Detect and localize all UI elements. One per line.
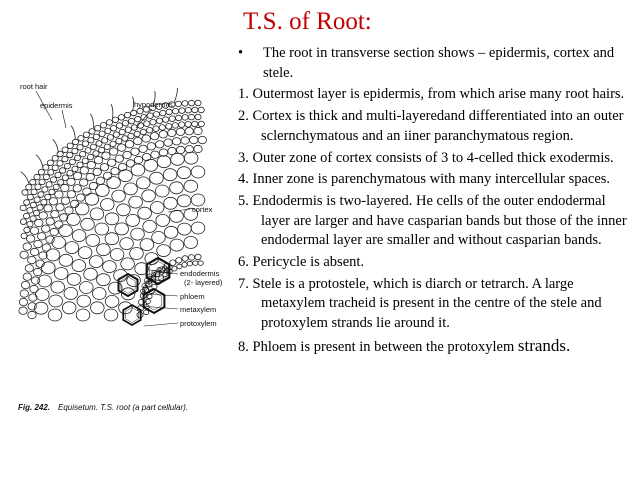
point-1: 1. Outermost layer is epidermis, from wh…	[238, 86, 625, 103]
root-hairs	[20, 87, 178, 184]
point-4: 4. Inner zone is parenchymatous with man…	[238, 171, 611, 188]
label-cortex: cortex	[192, 205, 213, 214]
label-metaxylem: metaxylem	[180, 305, 216, 314]
figure-caption-text: Equisetum. T.S. root (a part cellular).	[58, 403, 188, 412]
label-epidermis: epidermis	[40, 101, 73, 110]
point-8-last-word: strands.	[517, 335, 571, 355]
intro-point: • The root in transverse section shows – …	[238, 44, 630, 83]
figure-caption: Fig. 242. Equisetum. T.S. root (a part c…	[18, 397, 188, 414]
point-5: 5. Endodermis is two-layered. He cells o…	[238, 193, 627, 249]
intro-text: The root in transverse section shows – e…	[263, 45, 615, 81]
point-8-text: 8. Phloem is present in between the prot…	[238, 338, 518, 355]
figure-caption-number: Fig. 242.	[18, 403, 50, 412]
label-endodermis: endodermis	[180, 269, 219, 278]
point-2: 2. Cortex is thick and multi-layeredand …	[238, 108, 624, 144]
point-8: 8. Phloem is present in between the prot…	[238, 336, 630, 358]
label-hypodermis: hypodermis.	[134, 100, 175, 109]
label-protoxylem: protoxylem	[180, 319, 217, 328]
label-endodermis-note: (2- layered)	[184, 278, 223, 287]
label-root-hair: root hair	[20, 82, 48, 91]
slide-content: • The root in transverse section shows – …	[238, 44, 630, 360]
label-phloem: phloem	[180, 292, 205, 301]
bullet-symbol: •	[238, 45, 244, 61]
root-section-figure: root hair epidermis hypodermis. cortex e…	[18, 82, 223, 414]
slide-title: T.S. of Root:	[243, 8, 372, 35]
point-3: 3. Outer zone of cortex consists of 3 to…	[238, 149, 614, 166]
label-leaders	[35, 90, 191, 327]
point-6: 6. Pericycle is absent.	[238, 254, 365, 271]
point-7: 7. Stele is a protostele, which is diarc…	[238, 275, 602, 332]
